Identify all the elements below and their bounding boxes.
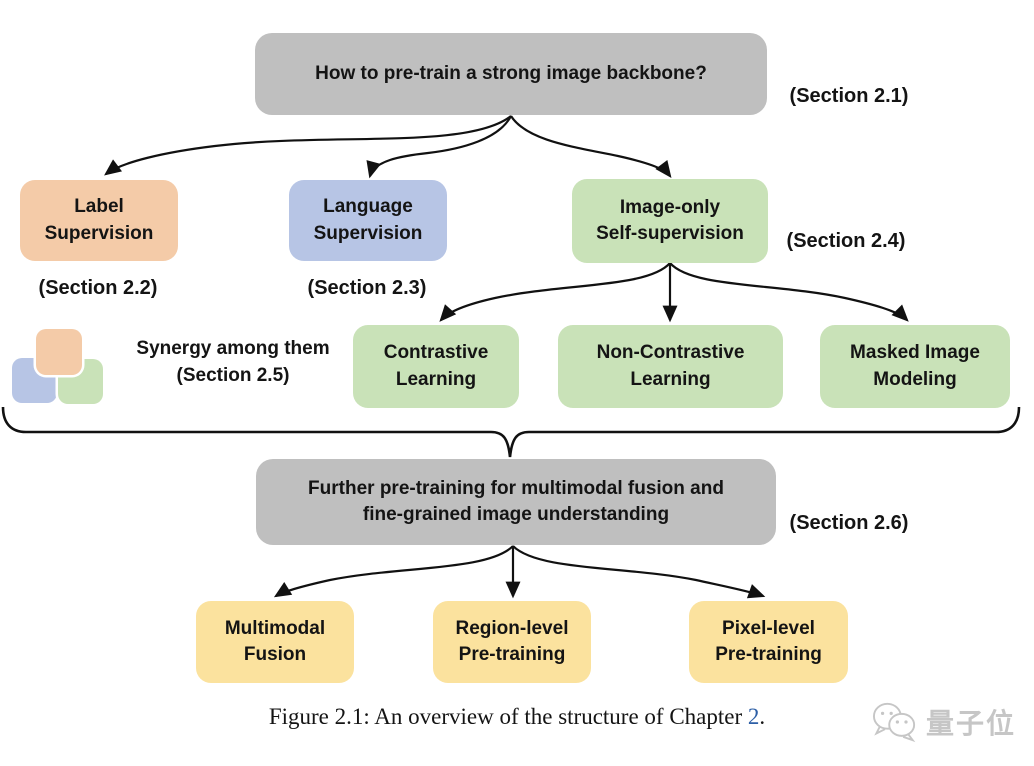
node-region-level-pretraining: Region-level Pre-training (433, 601, 591, 683)
chapter-link[interactable]: 2 (747, 704, 760, 729)
watermark-text: 量子位 (926, 708, 1017, 739)
brace-gather-all (1, 406, 1021, 458)
synergy-orange-square (36, 329, 82, 375)
section-2-6-label: (Section 2.6) (789, 512, 909, 534)
arrow-imageonly-to-contrastive (439, 262, 671, 322)
section-2-3-label: (Section 2.3) (307, 277, 427, 299)
arrow-imageonly-to-masked (669, 262, 909, 322)
section-2-2-label: (Section 2.2) (38, 277, 158, 299)
arrow-root-to-image-only (510, 115, 672, 178)
node-contrastive-learning: Contrastive Learning (353, 325, 519, 408)
section-2-1-label: (Section 2.1) (789, 85, 909, 107)
node-root-question: How to pre-train a strong image backbone… (255, 33, 767, 115)
node-label-supervision: Label Supervision (20, 180, 178, 261)
arrow-root-to-label-supervision (104, 115, 512, 176)
arrow-root-to-language-supervision (366, 115, 512, 179)
caption-text: Figure 2.1: An overview of the structure… (268, 704, 748, 729)
node-multimodal-fusion: Multimodal Fusion (196, 601, 354, 683)
figure-caption: Figure 2.1: An overview of the structure… (0, 704, 1034, 730)
arrow-fusion-to-multimodal (273, 545, 514, 598)
arrow-fusion-to-pixel (512, 545, 766, 599)
node-image-only-self-supervision: Image-only Self-supervision (572, 179, 768, 263)
node-language-supervision: Language Supervision (289, 180, 447, 261)
section-2-4-label: (Section 2.4) (786, 230, 906, 252)
node-non-contrastive-learning: Non-Contrastive Learning (558, 325, 783, 408)
node-masked-image-modeling: Masked Image Modeling (820, 325, 1010, 408)
caption-period: . (759, 704, 766, 729)
node-further-pretraining: Further pre-training for multimodal fusi… (256, 459, 776, 545)
synergy-label: Synergy among them (Section 2.5) (136, 338, 330, 386)
chat-bubbles-icon (873, 702, 916, 743)
node-pixel-level-pretraining: Pixel-level Pre-training (689, 601, 848, 683)
watermark: 量子位 (870, 700, 1016, 744)
